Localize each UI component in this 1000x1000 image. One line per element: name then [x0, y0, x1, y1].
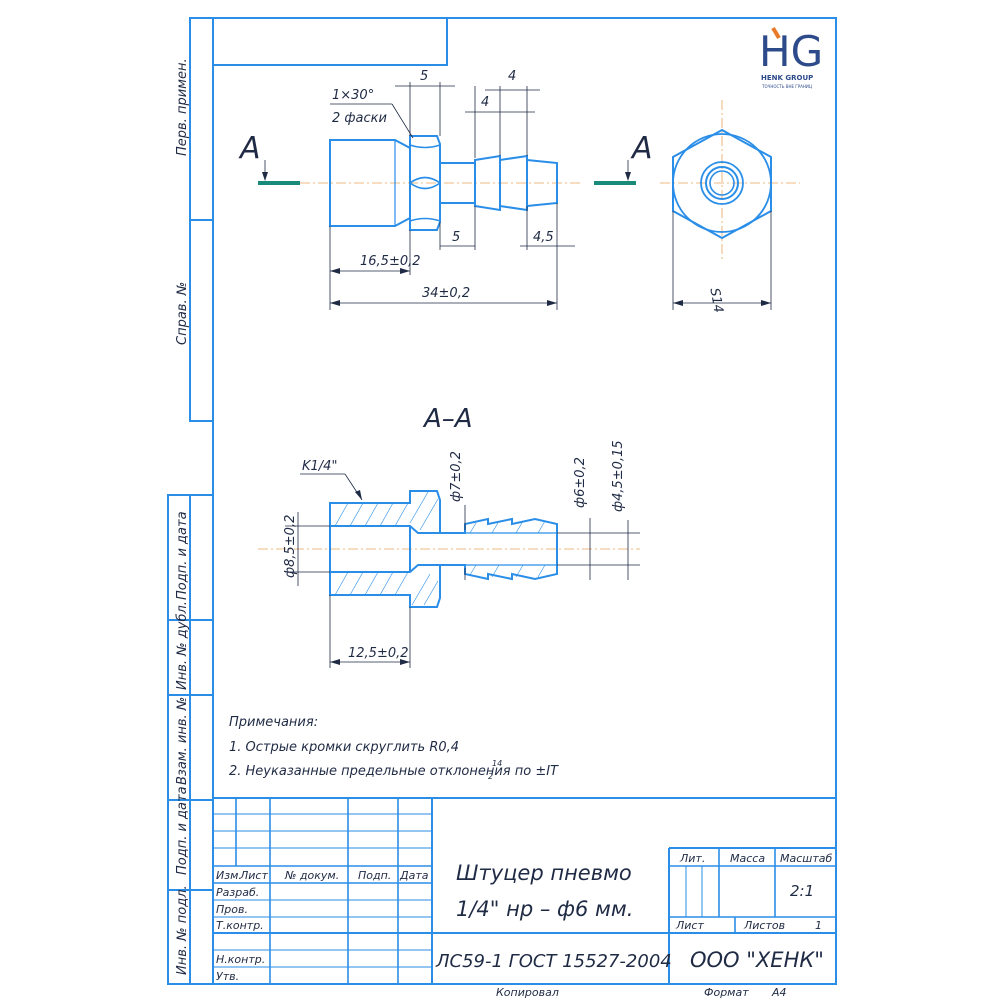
dim-top-4a: 4 [508, 69, 516, 84]
format-value: А4 [771, 986, 787, 999]
row-label-norm-control: Н.контр. [216, 953, 265, 966]
side-label: Взам. инв. № [175, 697, 190, 785]
row-label-approved: Утв. [216, 970, 239, 983]
front-view: A A 1×30° 2 фаски 5 4 4 5 4,5 [238, 69, 653, 310]
company-logo: HG HENK GROUP ТОЧНОСТЬ ВНЕ ГРАНИЦ [759, 26, 823, 89]
company-name: ООО "ХЕНК" [690, 948, 824, 972]
sheets-label: Листов [743, 919, 785, 932]
end-view: S14 [660, 100, 800, 314]
row-label-developer: Разраб. [216, 886, 259, 899]
sheets-count: 1 [815, 919, 822, 932]
dim-bot-5: 5 [452, 230, 460, 245]
dim-thread-length: 12,5±0,2 [348, 646, 409, 661]
material-spec: ЛС59-1 ГОСТ 15527-2004 [435, 951, 672, 972]
dim-outer-dia: ф7±0,2 [449, 451, 464, 502]
dim-bot-45: 4,5 [533, 230, 554, 245]
logo-tagline: ТОЧНОСТЬ ВНЕ ГРАНИЦ [761, 84, 812, 89]
side-label: Инв. № дубл. [175, 601, 190, 690]
part-name-line2: 1/4" нр – ф6 мм. [456, 897, 633, 921]
sheet-frame [212, 17, 837, 985]
side-label: Подп. и дата [175, 786, 190, 875]
part-name-line1: Штуцер пневмо [456, 861, 632, 885]
lit-label: Лит. [679, 852, 705, 865]
dim-top-4b: 4 [481, 95, 489, 110]
side-label: Подп. и дата [175, 511, 190, 600]
section-marker-right: A [630, 131, 653, 166]
scale-label: Масштаб [780, 852, 832, 865]
side-label: Перв. примен. [175, 58, 190, 156]
note-2-sup: 14 [492, 759, 502, 768]
notes: Примечания: 1. Острые кромки скруглить R… [229, 715, 559, 781]
dim-length-1: 16,5±0,2 [360, 254, 421, 269]
dim-bore-dia: ф4,5±0,15 [611, 440, 626, 512]
row-label-tech-control: Т.контр. [216, 919, 264, 932]
section-title: А–А [422, 404, 473, 434]
note-1: 1. Острые кромки скруглить R0,4 [229, 740, 459, 755]
col-header-list: Лист [239, 869, 268, 882]
col-header-doc: № докум. [284, 869, 339, 882]
format-label: Формат [704, 986, 749, 999]
dim-top-5: 5 [420, 69, 428, 84]
side-strip: Перв. примен. Справ. № Подп. и дата Инв.… [167, 17, 214, 985]
dim-total-length: 34±0,2 [422, 286, 470, 301]
top-left-box [213, 18, 448, 66]
section-view: А–А K1/4" [258, 404, 640, 668]
col-header-date: Дата [399, 869, 429, 882]
row-label-checker: Пров. [216, 903, 248, 916]
logo-mark: HG [759, 27, 823, 76]
mass-label: Масса [730, 852, 765, 865]
thread-label: K1/4" [302, 459, 337, 474]
title-block: Изм. Лист № докум. Подп. Дата Разраб. Пр… [212, 797, 837, 999]
chamfer-note: 1×30° [332, 88, 374, 103]
note-2-sub: 2 [488, 772, 493, 781]
logo-company: HENK GROUP [761, 74, 813, 82]
scale-value: 2:1 [790, 882, 814, 900]
col-header-sign: Подп. [358, 869, 391, 882]
side-label: Справ. № [175, 282, 190, 345]
note-2: 2. Неуказанные предельные отклонения по … [229, 764, 559, 779]
chamfer-count: 2 фаски [332, 111, 387, 126]
notes-title: Примечания: [229, 715, 318, 730]
dim-hex: S14 [706, 287, 725, 314]
dim-thread-bore: ф8,5±0,2 [283, 515, 298, 578]
sheet-label: Лист [675, 919, 704, 932]
copied-label: Копировал [496, 986, 559, 999]
section-marker-left: A [238, 131, 261, 166]
side-label: Инв. № подл. [175, 885, 190, 975]
dim-barb-dia: ф6±0,2 [573, 457, 588, 508]
col-header-izm: Изм. [216, 869, 242, 882]
